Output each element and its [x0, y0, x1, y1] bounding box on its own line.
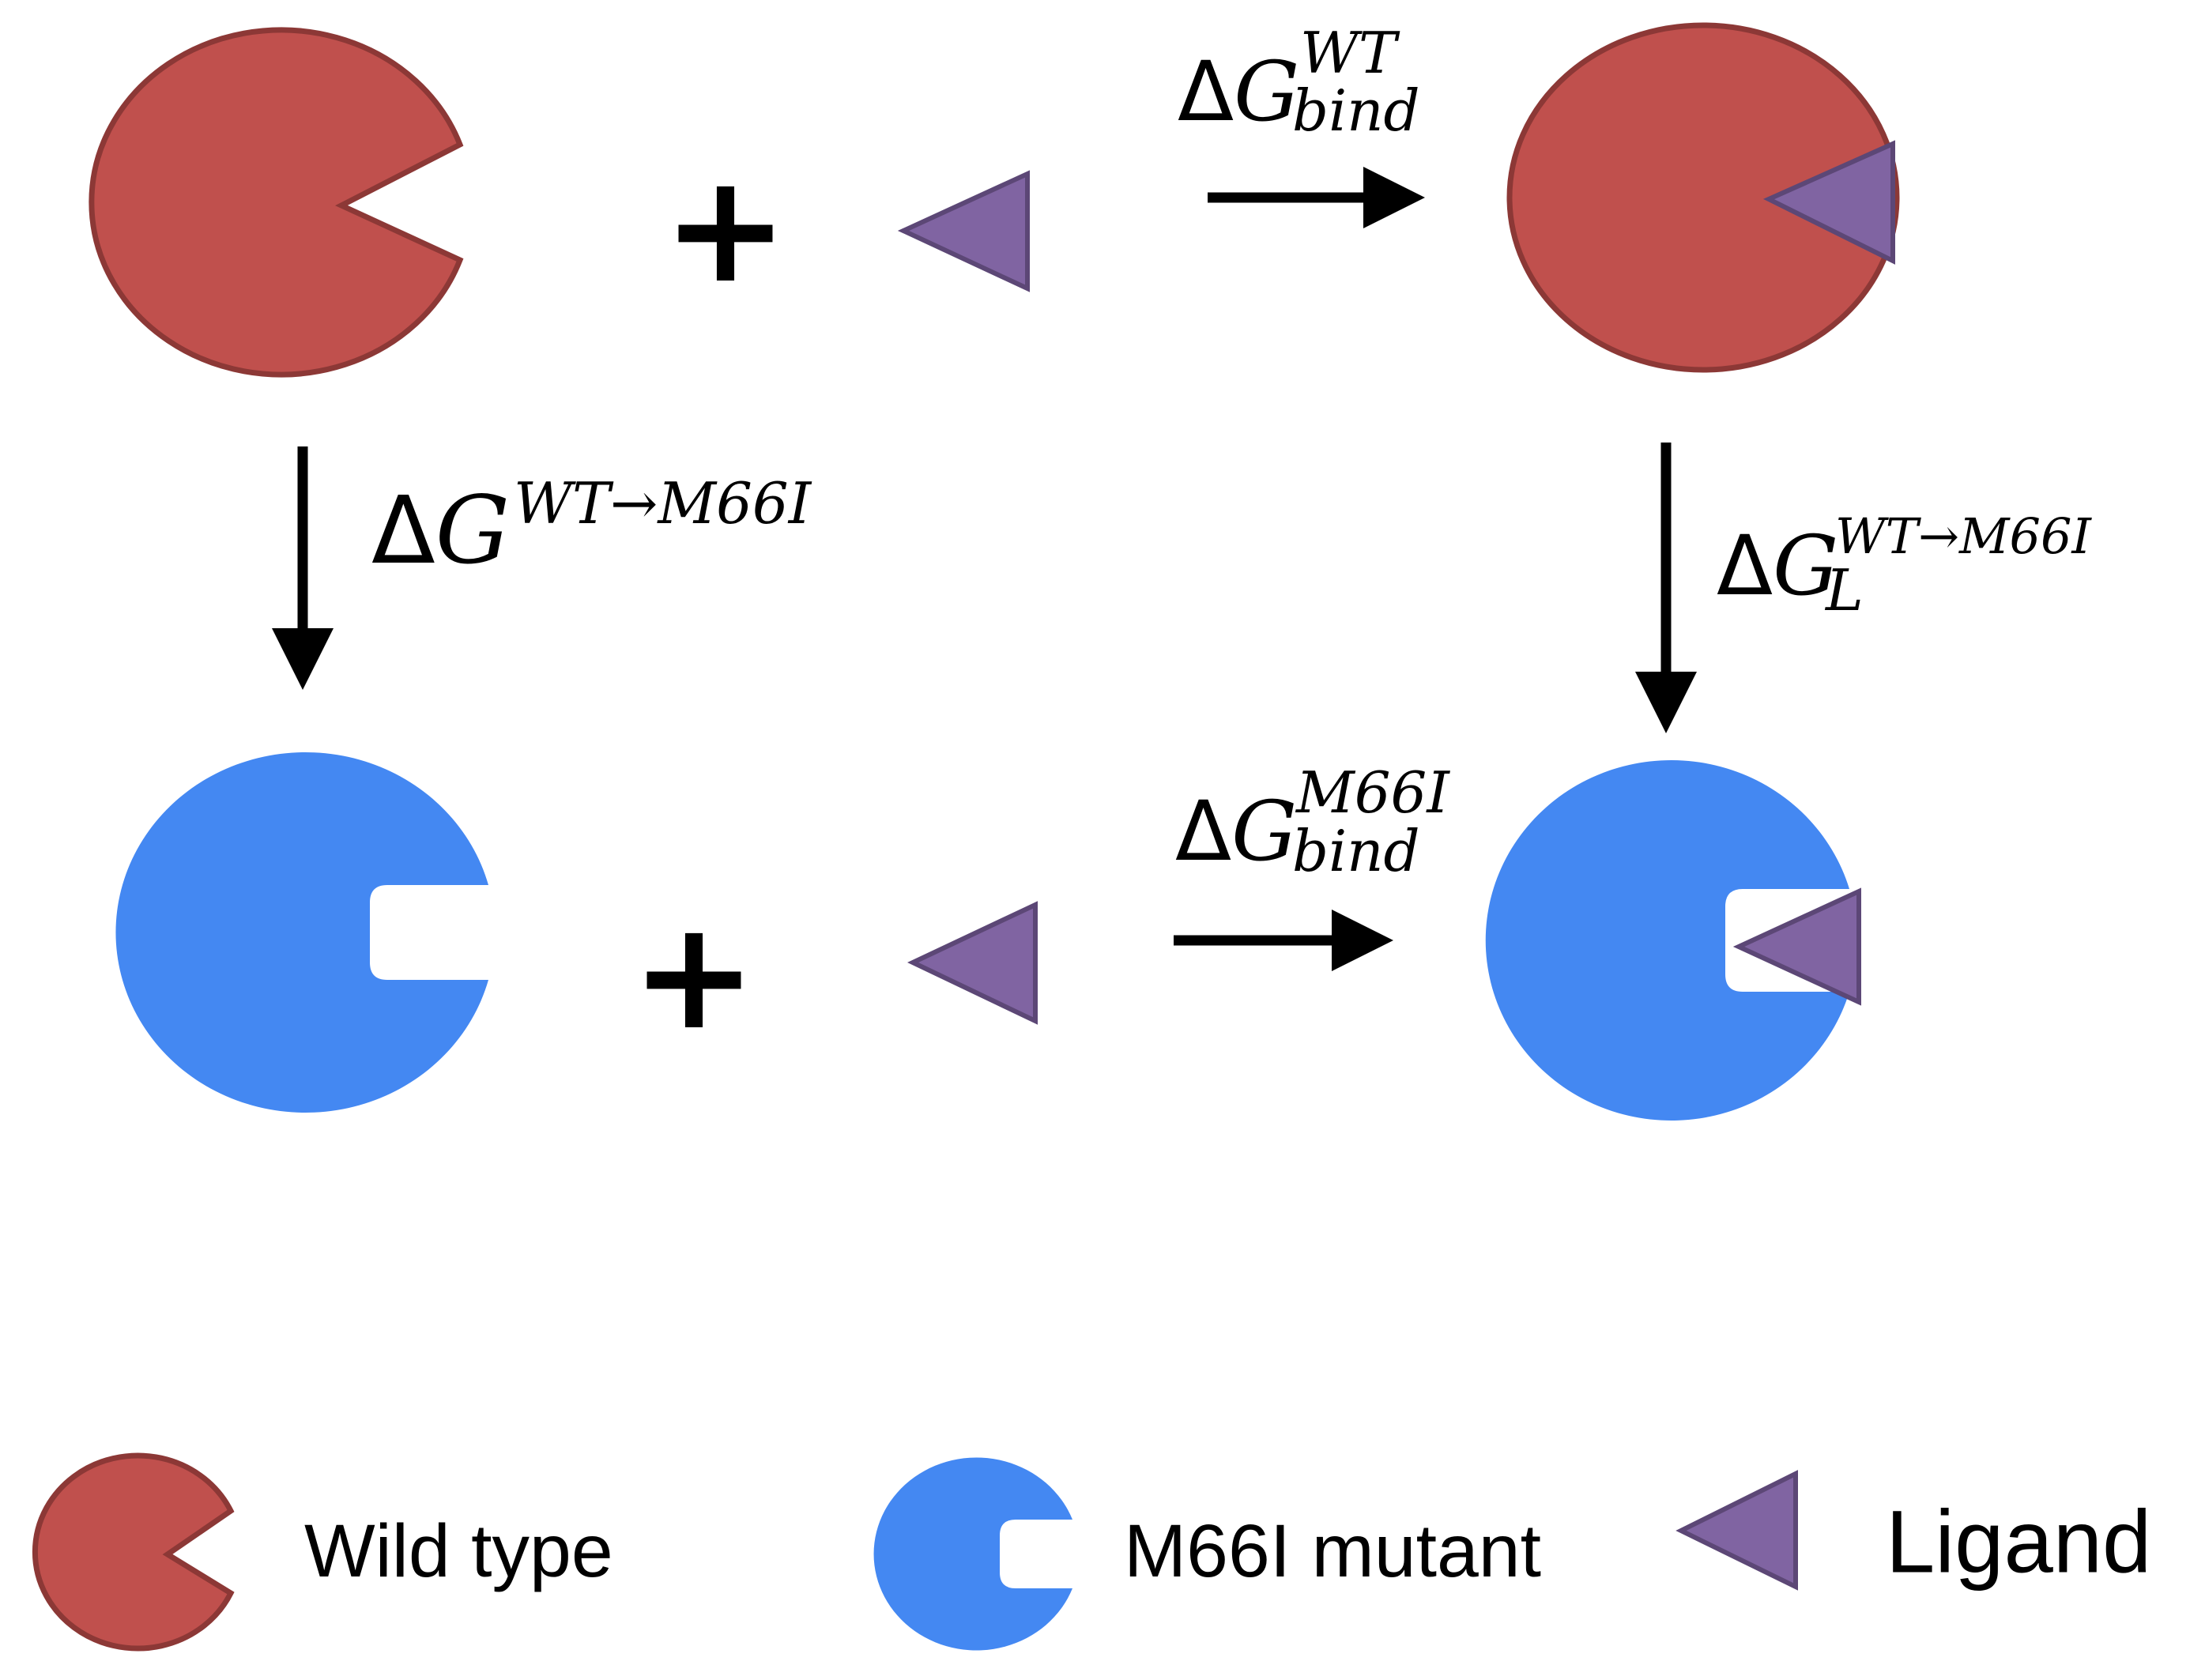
legend: Wild type M66I mutant Ligand	[32, 1452, 2151, 1652]
mutant-complex-protein-icon	[1485, 759, 1849, 1121]
label-dg-mutation-ligand: ΔG WT→M66I L	[1717, 507, 2092, 623]
label-dg-mutation-free-sup: WT→M66I	[514, 470, 812, 537]
wild-type-complex	[1506, 22, 1900, 373]
label-dg-bind-mutant-sub: bind	[1292, 818, 1420, 884]
legend-ligand-icon	[1675, 1470, 1798, 1591]
legend-wild-type-icon	[32, 1452, 235, 1652]
label-dg-mutation-ligand-sup: WT→M66I	[1835, 507, 2092, 565]
label-dg-bind-wt-sup: WT	[1300, 20, 1400, 86]
legend-ligand-label: Ligand	[1886, 1493, 2151, 1591]
svg-text:ΔG: ΔG	[1178, 43, 1299, 140]
svg-text:ΔG: ΔG	[1175, 783, 1297, 880]
label-dg-mutation-free: ΔG WT→M66I	[371, 470, 812, 585]
wild-type-complex-protein-icon	[1506, 22, 1900, 373]
ligand-icon-top	[897, 170, 1030, 292]
plus-sign-bottom: +	[631, 888, 756, 1063]
mutant-protein-icon	[115, 751, 488, 1113]
legend-wild-type-label: Wild type	[304, 1509, 613, 1593]
wild-type-protein-icon	[89, 27, 464, 378]
label-dg-bind-wt-sub: bind	[1292, 77, 1420, 144]
ligand-icon-bottom	[907, 901, 1038, 1025]
label-dg-bind-mutant: ΔG M66I bind	[1175, 759, 1450, 884]
legend-mutant-icon	[873, 1457, 1072, 1651]
label-dg-bind-mutant-sup: M66I	[1295, 759, 1450, 826]
plus-sign-top: +	[662, 141, 788, 316]
svg-text:ΔG: ΔG	[1717, 518, 1838, 614]
mutant-complex	[1485, 759, 1861, 1121]
ligand-icon-bound-bottom	[1732, 887, 1861, 1006]
label-dg-bind-wt: ΔG WT bind	[1178, 20, 1420, 144]
ligand-icon-bound-top	[1762, 140, 1895, 265]
svg-text:ΔG: ΔG	[371, 476, 510, 585]
legend-mutant-label: M66I mutant	[1124, 1509, 1541, 1593]
label-dg-mutation-ligand-sub: L	[1824, 557, 1864, 623]
